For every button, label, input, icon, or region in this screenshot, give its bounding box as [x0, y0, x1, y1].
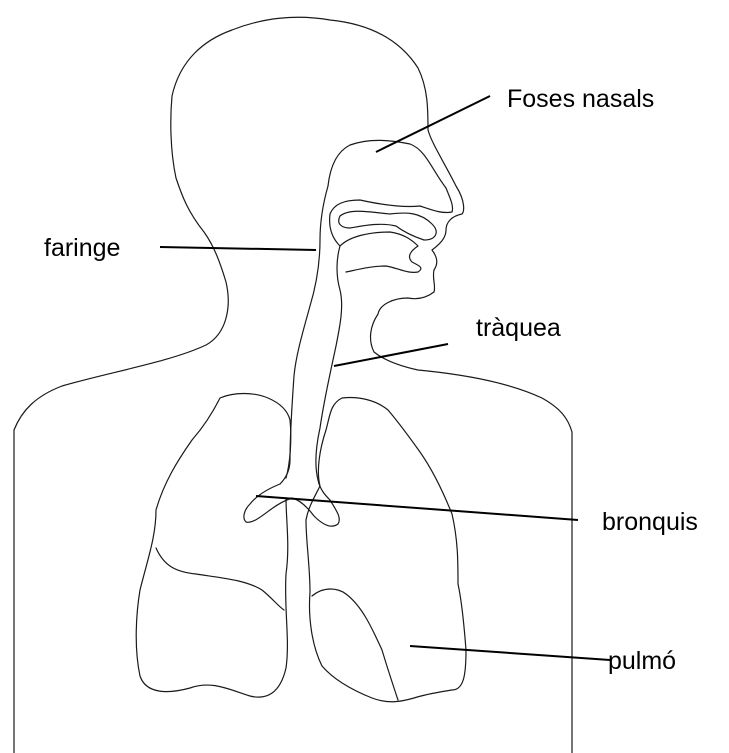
palate-outline [339, 211, 436, 240]
nasal-cavity-outline [328, 140, 453, 246]
oral-cavity-outline [340, 232, 421, 272]
leader-bronchi [256, 496, 578, 520]
label-pharynx: faringe [44, 234, 120, 262]
left-lung-fissure [156, 548, 284, 610]
leader-pharynx [160, 247, 316, 250]
label-nasal-passages: Foses nasals [507, 85, 654, 113]
label-bronchi: bronquis [602, 508, 698, 536]
left-lung-outline [136, 394, 291, 698]
label-trachea: tràquea [476, 314, 561, 342]
label-lung: pulmó [608, 647, 676, 675]
leader-lung [410, 646, 610, 660]
trachea-outline [280, 186, 328, 484]
right-lung-outline [306, 398, 466, 702]
trachea-outline-right [316, 246, 342, 500]
leader-trachea [334, 344, 448, 366]
right-lung-fissure [312, 589, 398, 700]
bronchi-outline [244, 484, 339, 526]
